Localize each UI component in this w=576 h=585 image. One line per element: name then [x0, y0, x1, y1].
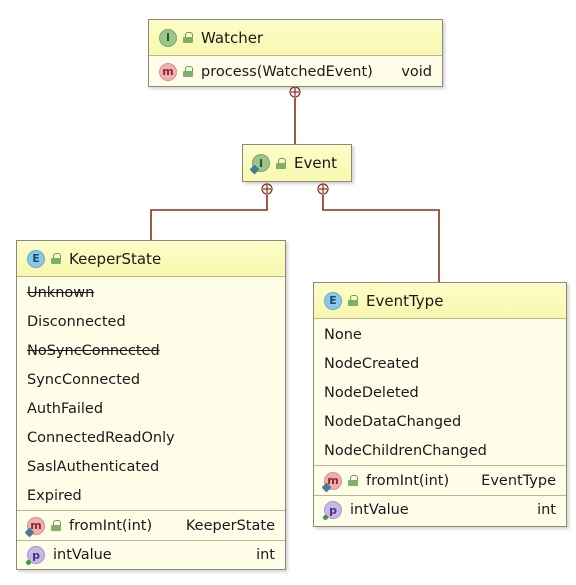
- public-lock-icon: [51, 520, 61, 531]
- property-name: intValue: [53, 547, 112, 563]
- watcher-interface-box[interactable]: I Watcher m process(WatchedEvent) void: [148, 19, 443, 87]
- enum-constant-label: ConnectedReadOnly: [27, 429, 175, 446]
- property-name: intValue: [350, 502, 409, 518]
- enum-constant-label: SyncConnected: [27, 371, 141, 388]
- method-icon: m: [159, 62, 177, 81]
- enum-constant-label: NodeDataChanged: [324, 413, 462, 430]
- eventtype-header[interactable]: E EventType: [314, 283, 566, 319]
- enum-constant-label: NodeDeleted: [324, 384, 419, 401]
- method-return-type: KeeperState: [185, 517, 275, 534]
- enum-constant[interactable]: SyncConnected: [17, 365, 285, 394]
- keeperstate-name: KeeperState: [69, 249, 162, 268]
- method-signature: fromInt(int): [366, 472, 450, 489]
- property-type: int: [537, 502, 556, 518]
- watcher-name: Watcher: [201, 28, 264, 47]
- enum-icon: E: [324, 291, 342, 310]
- enum-constant[interactable]: Expired: [17, 481, 285, 510]
- enum-constant-label: AuthFailed: [27, 400, 104, 417]
- enum-constant[interactable]: None: [314, 320, 566, 349]
- interface-icon: I: [159, 28, 177, 47]
- property-type: int: [256, 547, 275, 563]
- watcher-nesting-icon: [289, 86, 301, 98]
- public-lock-icon: [348, 475, 358, 486]
- enum-icon: E: [27, 249, 45, 268]
- event-right-nesting-icon: [317, 183, 329, 195]
- watcher-method-row[interactable]: m process(WatchedEvent) void: [149, 56, 442, 87]
- enum-constant-label: Unknown: [27, 284, 95, 301]
- event-eventtype-connector: [322, 195, 440, 282]
- interface-icon: I: [249, 154, 270, 175]
- enum-constant[interactable]: NoSyncConnected: [17, 336, 285, 365]
- field-marker-icon: [26, 560, 31, 565]
- enum-constant[interactable]: ConnectedReadOnly: [17, 423, 285, 452]
- enum-constant[interactable]: NodeDeleted: [314, 378, 566, 407]
- watcher-header[interactable]: I Watcher: [149, 20, 442, 56]
- enum-constant[interactable]: Disconnected: [17, 307, 285, 336]
- eventtype-method-row[interactable]: m fromInt(int) EventType: [314, 465, 566, 495]
- enum-constant-label: NodeCreated: [324, 355, 420, 372]
- enum-constant[interactable]: NodeDataChanged: [314, 407, 566, 436]
- property-icon: p: [26, 546, 45, 565]
- enum-constant[interactable]: NodeChildrenChanged: [314, 436, 566, 465]
- field-marker-icon: [323, 515, 328, 520]
- public-lock-icon: [183, 66, 193, 77]
- enum-constant-label: SaslAuthenticated: [27, 458, 160, 475]
- enum-constant-label: Expired: [27, 487, 82, 504]
- public-lock-icon: [276, 157, 286, 169]
- event-name: Event: [294, 154, 337, 172]
- eventtype-property-row[interactable]: p intValue int: [314, 495, 566, 524]
- event-left-nesting-icon: [261, 183, 273, 195]
- event-header[interactable]: I Event: [243, 145, 351, 181]
- property-icon: p: [323, 501, 342, 520]
- method-signature: process(WatchedEvent): [201, 63, 373, 80]
- enum-constant[interactable]: SaslAuthenticated: [17, 452, 285, 481]
- method-return-type: EventType: [481, 472, 556, 489]
- enum-constant-label: Disconnected: [27, 313, 126, 330]
- event-interface-box[interactable]: I Event: [242, 144, 352, 182]
- public-lock-icon: [348, 295, 358, 306]
- method-return-type: void: [401, 63, 432, 80]
- public-lock-icon: [51, 253, 61, 264]
- static-marker-icon: [249, 164, 260, 175]
- enum-constant-label: NodeChildrenChanged: [324, 442, 487, 459]
- public-lock-icon: [183, 32, 193, 43]
- enum-constant[interactable]: AuthFailed: [17, 394, 285, 423]
- enum-constant[interactable]: Unknown: [17, 278, 285, 307]
- eventtype-name: EventType: [366, 291, 444, 310]
- keeperstate-property-row[interactable]: p intValue int: [17, 540, 285, 569]
- method-signature: fromInt(int): [69, 517, 153, 534]
- method-icon: m: [24, 516, 45, 537]
- keeperstate-header[interactable]: E KeeperState: [17, 241, 285, 277]
- keeperstate-method-row[interactable]: m fromInt(int) KeeperState: [17, 510, 285, 540]
- enum-constant-label: None: [324, 326, 362, 343]
- method-icon: m: [321, 471, 342, 492]
- enum-constant-label: NoSyncConnected: [27, 342, 160, 359]
- event-keeperstate-connector: [150, 195, 268, 240]
- nesting-markers: [261, 86, 329, 195]
- enum-constant[interactable]: NodeCreated: [314, 349, 566, 378]
